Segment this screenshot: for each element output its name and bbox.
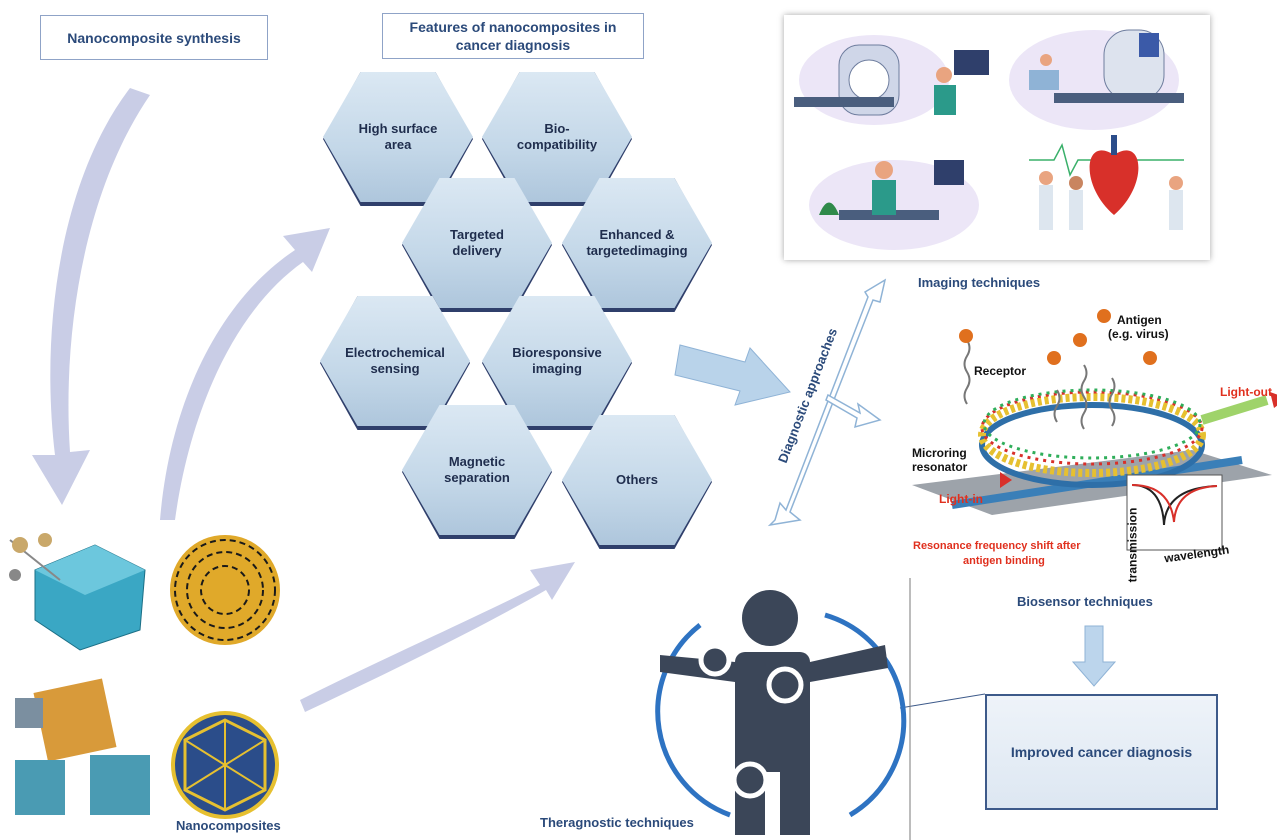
microring-label-1: Microring xyxy=(912,446,967,460)
hex-line: imaging xyxy=(532,361,582,376)
synthesis-title: Nanocomposite synthesis xyxy=(67,29,241,46)
hex-line: Targeted xyxy=(450,226,504,242)
theragnostic-techniques-label: Theragnostic techniques xyxy=(540,815,694,830)
features-title-line2: cancer diagnosis xyxy=(455,37,571,53)
mri-scene-icon xyxy=(794,35,989,125)
imaging-techniques-label: Imaging techniques xyxy=(918,275,1041,290)
antigen-sub-label: (e.g. virus) xyxy=(1108,327,1169,341)
hex-others: Others xyxy=(562,415,712,549)
nanocomposites-label: Nanocomposites xyxy=(176,818,281,833)
receptor-strands-icon xyxy=(963,339,1116,430)
nanocomposite-illustrations xyxy=(9,533,280,819)
arrow-diagnostic-branch xyxy=(825,393,882,429)
imaging-scenes xyxy=(794,29,1184,250)
antigen-star-icon xyxy=(959,309,1157,365)
receptor-label: Receptor xyxy=(974,364,1027,378)
microring-panel: Antigen (e.g. virus) Receptor Light-out … xyxy=(892,300,1277,582)
arrow-up-hex xyxy=(160,228,330,520)
hex-enhanced-imaging: Enhanced &targetedimaging xyxy=(562,178,712,312)
hex-line: Electrochemical xyxy=(345,344,445,360)
transmission-plot xyxy=(1126,474,1223,551)
transmission-axis-label: transmission xyxy=(1125,507,1140,583)
nanocube-icon xyxy=(9,533,146,651)
hex-line: High surface xyxy=(358,120,438,136)
antigen-label: Antigen xyxy=(1117,313,1162,327)
arrow-synthesis-down xyxy=(32,88,150,505)
resonance-shift-label-2: antigen binding xyxy=(963,555,1045,567)
hex-line: Others xyxy=(616,471,658,487)
hexagonal-sphere-icon xyxy=(170,535,280,645)
ct-scene-icon xyxy=(1009,29,1184,130)
arrow-biosensor-down xyxy=(1071,625,1117,687)
hex-line: Enhanced & xyxy=(599,226,675,242)
geodesic-sphere-icon xyxy=(171,711,279,819)
light-in-label: Light-in xyxy=(939,492,983,506)
imaging-panel xyxy=(784,15,1210,260)
arrow-to-approaches xyxy=(674,344,791,406)
hex-line: delivery xyxy=(452,243,502,258)
resonance-shift-label-1: Resonance frequency shift after xyxy=(913,540,1081,552)
hex-line: Bio- xyxy=(544,120,570,136)
hex-line: compatibility xyxy=(516,137,598,152)
arrow-diagnostic xyxy=(767,278,887,527)
improved-diagnosis-box: Improved cancer diagnosis xyxy=(985,694,1218,810)
hex-line: targetedimaging xyxy=(586,243,688,258)
theragnostic-figure-icon xyxy=(655,590,907,835)
ultrasound-scene-icon xyxy=(809,160,979,250)
synthesis-box: Nanocomposite synthesis xyxy=(40,15,268,60)
improved-diagnosis-title: Improved cancer diagnosis xyxy=(1010,744,1193,760)
arrow-bottom-right xyxy=(300,562,575,712)
hex-line: Bioresponsive xyxy=(512,344,602,360)
hex-line: separation xyxy=(444,470,510,485)
cube-cluster-icon xyxy=(15,678,150,815)
hex-line: Magnetic xyxy=(448,453,506,469)
biosensor-techniques-label: Biosensor techniques xyxy=(1017,594,1153,609)
hex-line: sensing xyxy=(370,361,420,376)
light-out-label: Light-out xyxy=(1220,385,1272,399)
features-box: Features of nanocomposites in cancer dia… xyxy=(382,13,644,59)
microring-label-2: resonator xyxy=(912,460,968,474)
connector-line xyxy=(899,693,986,709)
cardiology-scene-icon xyxy=(1029,135,1184,230)
features-title-line1: Features of nanocomposites in xyxy=(409,19,617,35)
hex-line: area xyxy=(384,137,412,152)
microring-diagram xyxy=(912,309,1277,551)
